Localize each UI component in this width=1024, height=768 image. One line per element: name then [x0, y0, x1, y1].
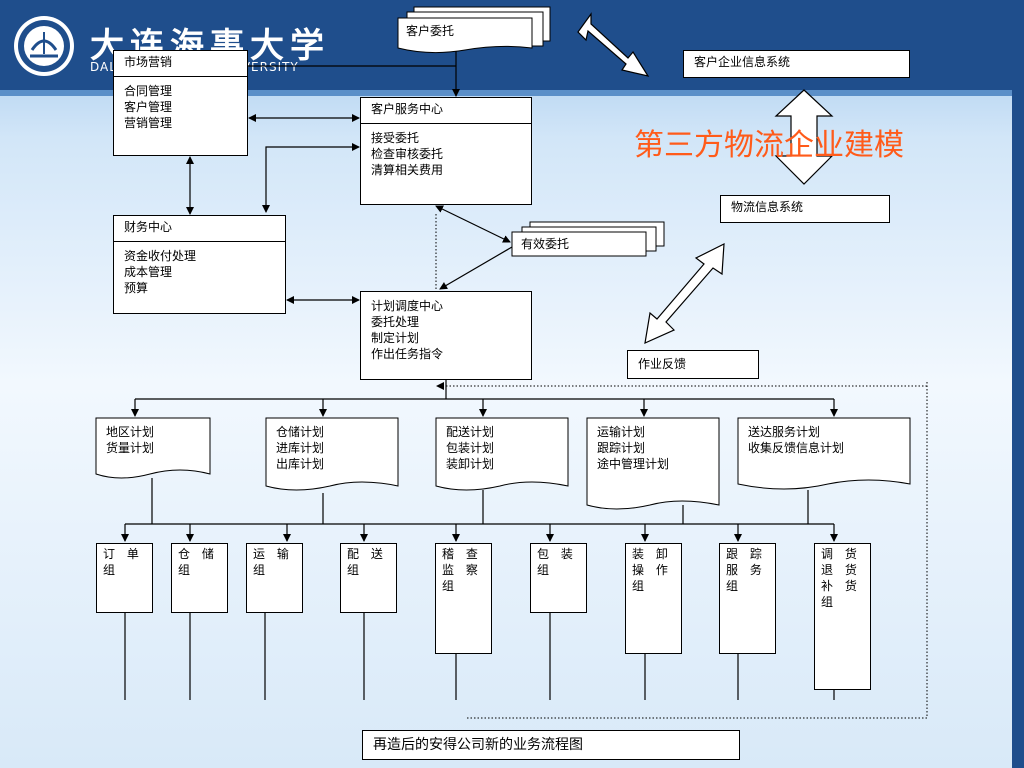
- double-arrow-icon: [644, 242, 725, 345]
- diagram-caption: 再造后的安得公司新的业务流程图: [362, 730, 740, 760]
- plan-delivery: 配送计划 包装计划 装卸计划: [446, 425, 495, 471]
- group-delivery: 配 送 组: [340, 543, 397, 613]
- finance-center-box: 财务中心 资金收付处理 成本管理 预算: [113, 215, 286, 314]
- double-arrow-icon: [577, 12, 650, 77]
- marketing-items: 合同管理 客户管理 营销管理: [124, 84, 173, 130]
- marketing-title: 市场营销: [114, 51, 247, 77]
- customer-info-system-box: 客户企业信息系统: [683, 50, 910, 78]
- customer-entrust-label: 客户委托: [406, 24, 455, 38]
- work-feedback-box: 作业反馈: [627, 350, 759, 379]
- slide-title: 第三方物流企业建模: [634, 128, 904, 163]
- customer-service-center-items: 接受委托 检查审核委托 清算相关费用: [371, 131, 444, 177]
- group-storage: 仓 储 组: [171, 543, 228, 613]
- group-loading: 装 卸 操 作 组: [625, 543, 682, 654]
- university-emblem-icon: [14, 16, 74, 76]
- group-tracking: 跟 踪 服 务 组: [719, 543, 776, 654]
- marketing-box: 市场营销 合同管理 客户管理 营销管理: [113, 50, 248, 156]
- customer-service-center-box: 客户服务中心 接受委托 检查审核委托 清算相关费用: [360, 97, 532, 205]
- plan-service: 送达服务计划 收集反馈信息计划: [748, 425, 845, 455]
- plan-warehouse: 仓储计划 进库计划 出库计划: [276, 425, 325, 471]
- plan-transport: 运输计划 跟踪计划 途中管理计划: [597, 425, 670, 471]
- finance-center-title: 财务中心: [114, 216, 285, 242]
- group-return: 调 货 退 货 补 货 组: [814, 543, 871, 690]
- dispatch-center-box: 计划调度中心 委托处理 制定计划 作出任务指令: [360, 291, 532, 380]
- valid-entrust-label: 有效委托: [521, 237, 570, 251]
- group-order: 订 单 组: [96, 543, 153, 613]
- group-inspection: 稽 查 监 察 组: [435, 543, 492, 654]
- plan-region: 地区计划 货量计划: [106, 425, 155, 455]
- group-packaging: 包 装 组: [530, 543, 587, 613]
- customer-service-center-title: 客户服务中心: [361, 98, 531, 124]
- logistics-info-system-box: 物流信息系统: [720, 195, 890, 223]
- double-arrow-icon: [774, 89, 834, 185]
- finance-center-items: 资金收付处理 成本管理 预算: [124, 249, 197, 295]
- group-transport: 运 输 组: [246, 543, 303, 613]
